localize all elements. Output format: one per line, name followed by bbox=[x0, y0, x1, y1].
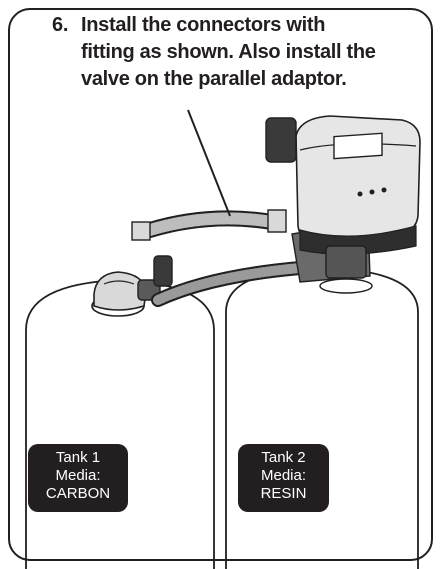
step-number: 6. bbox=[52, 12, 80, 39]
tank2-title: Tank 2 bbox=[242, 449, 325, 467]
tank2-media-value: RESIN bbox=[242, 485, 325, 503]
tank1-media-value: CARBON bbox=[32, 485, 124, 503]
tank1-title: Tank 1 bbox=[32, 449, 124, 467]
tank2-media-label: Media: bbox=[242, 467, 325, 485]
tank2-label: Tank 2 Media: RESIN bbox=[238, 444, 329, 512]
tank1-media-label: Media: bbox=[32, 467, 124, 485]
instruction-text: Install the connectors with fitting as s… bbox=[81, 12, 381, 93]
tank1-label: Tank 1 Media: CARBON bbox=[28, 444, 128, 512]
